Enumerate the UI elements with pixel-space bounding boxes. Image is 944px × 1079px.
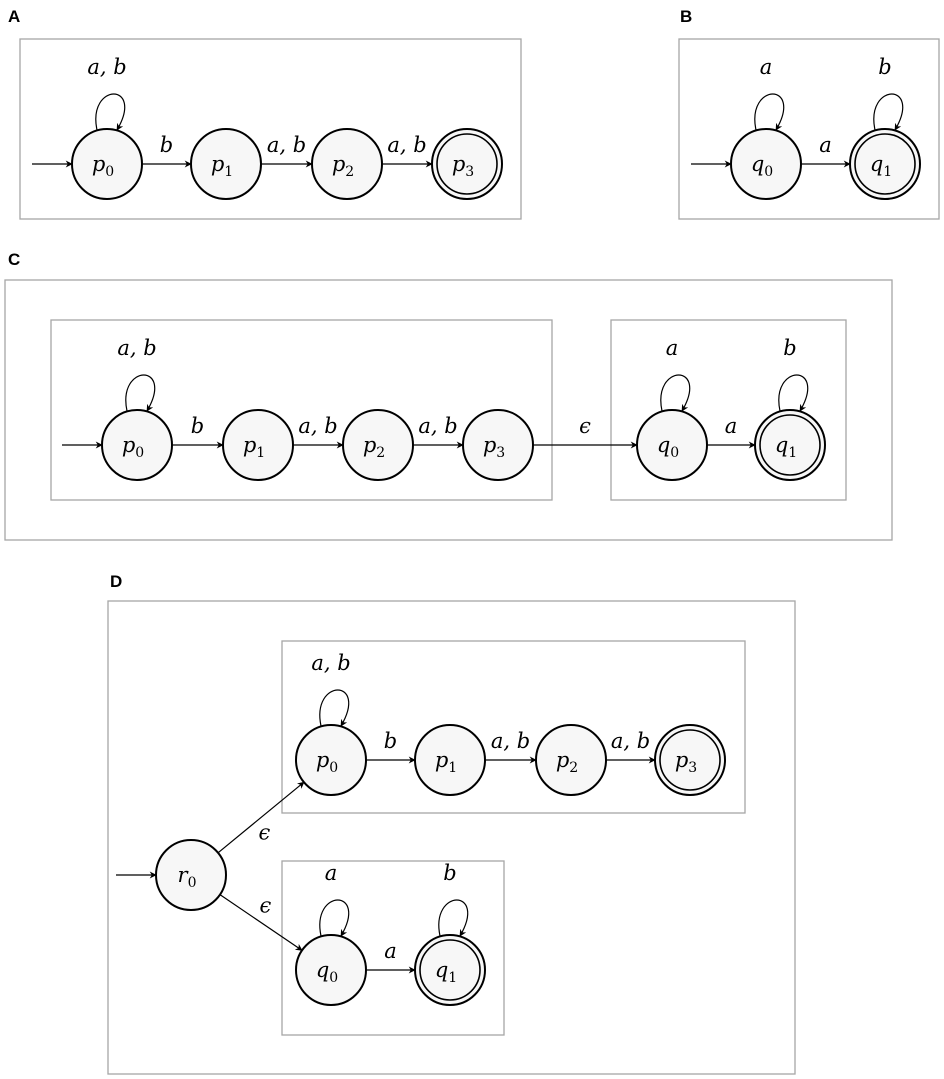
panel-c-state-q1-accept-ring: [759, 414, 821, 476]
panel-d-state-q0-label: q0: [316, 958, 338, 986]
panel-c-frame-0: [4, 279, 893, 541]
panel-d-state-p0-label: p0: [316, 748, 338, 776]
panel-b-edge-q0-q1-label: a: [819, 133, 832, 157]
panel-d-edge-p0-p0: [319, 689, 350, 727]
panel-a-state-p2-label: p2: [332, 152, 354, 180]
panel-c-frame-1: [50, 319, 553, 501]
panel-d-edge-p2-p3-label: a, b: [611, 729, 650, 753]
panel-d-state-q1-accept-ring: [419, 939, 481, 1001]
panel-c-state-p3: [462, 409, 534, 481]
panel-d-edge-r0-p0-label: ϵ: [259, 820, 271, 844]
panel-d-edge-q1-q1-label: b: [443, 861, 456, 885]
panel-a-edge-p2-p3-label: a, b: [387, 133, 426, 157]
panel-d-frame-0: [107, 600, 796, 1075]
panel-b-edge-q1-q1-label: b: [878, 55, 891, 79]
panel-d-edge-r0-q0: [219, 894, 303, 951]
panel-b-state-q1-accept-ring: [854, 133, 916, 195]
panel-d-state-p3-accept-ring: [659, 729, 721, 791]
panel-c-state-p0: [101, 409, 173, 481]
panel-b-frame-0: [678, 38, 940, 220]
panel-label-d: D: [110, 572, 122, 591]
panel-c-state-q1: [754, 409, 826, 481]
panel-d-edge-r0-p0: [217, 781, 305, 854]
panel-a-state-p3: [431, 128, 503, 200]
panel-a-state-p1: [190, 128, 262, 200]
panel-c-state-p2: [342, 409, 414, 481]
panel-d-edge-p0-p0-label: a, b: [311, 651, 350, 675]
panel-d-edge-r0-q0-label: ϵ: [259, 893, 271, 917]
panel-c-edge-p2-p3-label: a, b: [418, 414, 457, 438]
panel-d-state-p1-label: p1: [435, 748, 457, 776]
panel-c-state-p2-label: p2: [363, 433, 385, 461]
panel-d-state-p2: [535, 724, 607, 796]
panel-d-state-p3: [654, 724, 726, 796]
panel-d-edge-p0-p1-label: b: [384, 729, 397, 753]
panel-c-edge-q1-q1: [778, 374, 809, 412]
panel-d-frame-1: [281, 640, 746, 814]
panel-label-a: A: [8, 7, 20, 26]
panel-a-state-p3-label: p3: [452, 152, 474, 180]
panel-d-state-q1-label: q1: [435, 958, 457, 986]
panel-a-state-p0-label: p0: [92, 152, 114, 180]
panel-b-state-q0-label: q0: [751, 152, 773, 180]
panel-c-state-p0-label: p0: [122, 433, 144, 461]
panel-c-state-q0: [636, 409, 708, 481]
panel-c-state-q0-label: q0: [657, 433, 679, 461]
panel-a-edge-p1-p2-label: a, b: [267, 133, 306, 157]
panel-d-frame-2: [281, 860, 505, 1036]
panel-c-edge-q1-q1-label: b: [783, 336, 796, 360]
panel-label-c: C: [8, 250, 20, 269]
panel-b-edge-q0-q0-label: a: [760, 55, 773, 79]
panel-d-edge-p1-p2-label: a, b: [491, 729, 530, 753]
panel-d-state-q1: [414, 934, 486, 1006]
panel-c-state-q1-label: q1: [775, 433, 797, 461]
panel-c-edge-p3-q0-label: ϵ: [579, 414, 591, 438]
panel-c-edge-p0-p0-label: a, b: [117, 336, 156, 360]
panel-a-state-p1-label: p1: [211, 152, 233, 180]
panel-d-state-p1: [414, 724, 486, 796]
panel-b-state-q1: [849, 128, 921, 200]
panel-c-edge-q0-q0-label: a: [666, 336, 679, 360]
panel-label-b: B: [680, 7, 692, 26]
panel-a-edge-p0-p0-label: a, b: [87, 55, 126, 79]
panel-d-state-p2-label: p2: [556, 748, 578, 776]
panel-b-edge-q0-q0: [754, 93, 785, 131]
panel-a-state-p3-accept-ring: [436, 133, 498, 195]
panel-d-state-p0: [295, 724, 367, 796]
panel-c-edge-p0-p0: [125, 374, 156, 412]
panel-a-edge-p0-p1-label: b: [160, 133, 173, 157]
panel-d-edge-q0-q0-label: a: [325, 861, 338, 885]
panel-c-state-p1: [222, 409, 294, 481]
panel-c-state-p3-label: p3: [483, 433, 505, 461]
panel-d-edge-q1-q1: [438, 899, 469, 937]
panel-c-edge-q0-q0: [660, 374, 691, 412]
panel-c-edge-p0-p1-label: b: [191, 414, 204, 438]
panel-c-edge-p1-p2-label: a, b: [298, 414, 337, 438]
panel-b-state-q0: [730, 128, 802, 200]
panel-d-state-r0-label: r0: [178, 863, 197, 891]
panel-c-edge-q0-q1-label: a: [725, 414, 738, 438]
panel-b-state-q1-label: q1: [870, 152, 892, 180]
panel-d-edge-q0-q1-label: a: [384, 939, 397, 963]
panel-b-edge-q1-q1: [873, 93, 904, 131]
panel-a-frame-0: [19, 38, 522, 220]
panel-a-edge-p0-p0: [95, 93, 126, 131]
panel-d-state-r0: [155, 839, 227, 911]
panel-d-edge-q0-q0: [319, 899, 350, 937]
panel-d-state-q0: [295, 934, 367, 1006]
panel-a-state-p0: [71, 128, 143, 200]
panel-d-state-p3-label: p3: [675, 748, 697, 776]
panel-a-state-p2: [311, 128, 383, 200]
panel-c-frame-2: [610, 319, 847, 501]
panel-c-state-p1-label: p1: [243, 433, 265, 461]
